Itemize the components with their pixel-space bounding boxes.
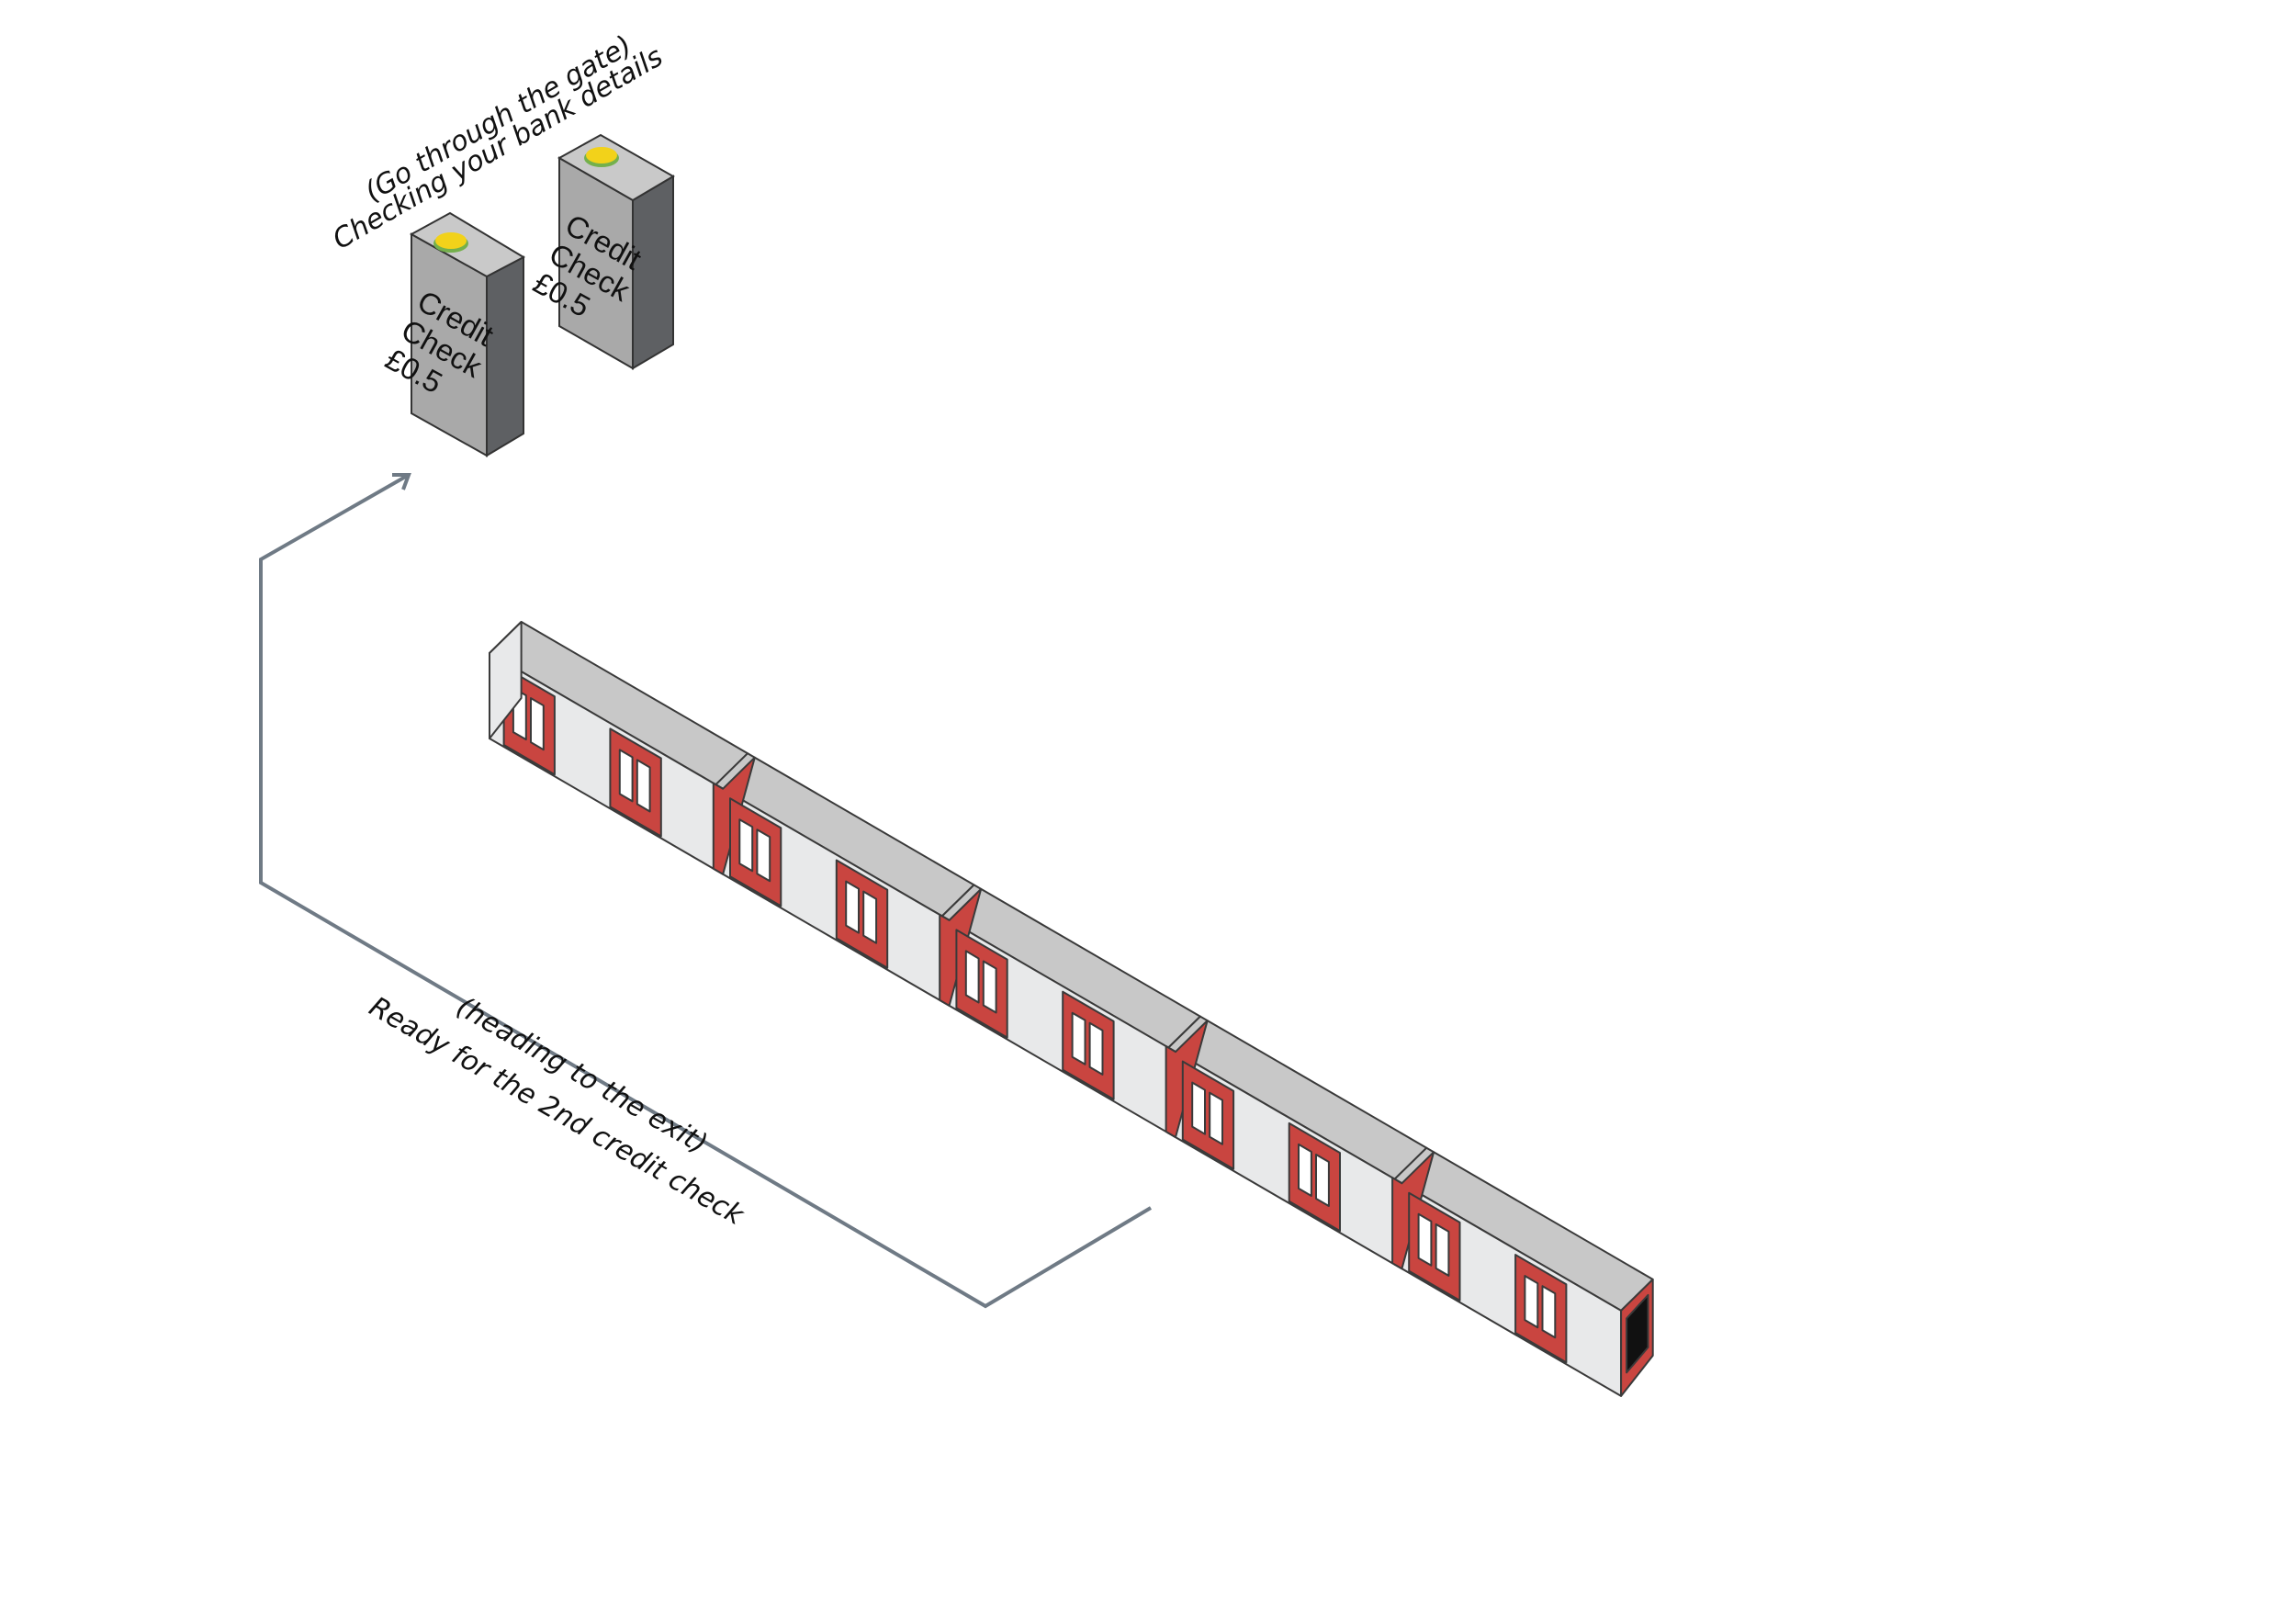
- door-window-icon: [1191, 1081, 1206, 1135]
- gate-light-yellow-icon: [435, 232, 467, 249]
- train-rear-cab: [489, 621, 523, 739]
- door-window-icon: [1071, 1011, 1086, 1065]
- door-window-icon: [636, 759, 651, 813]
- door-window-icon: [982, 960, 997, 1014]
- credit-check-gate-1: Credit Check £0.5: [380, 211, 526, 457]
- underground-train: [489, 621, 1654, 1397]
- door-window-icon: [862, 890, 878, 944]
- door-window-icon: [1209, 1091, 1223, 1145]
- door-window-icon: [1298, 1143, 1312, 1197]
- door-window-icon: [738, 818, 754, 873]
- door-window-icon: [530, 697, 545, 751]
- door-window-icon: [1435, 1223, 1450, 1277]
- credit-check-gate-2: Credit Check £0.5: [528, 133, 675, 370]
- exit-caption-line2: Ready for the 2nd credit check: [364, 991, 750, 1233]
- door-window-icon: [1524, 1275, 1539, 1329]
- door-window-icon: [1315, 1154, 1330, 1207]
- gate-light-yellow-icon: [586, 147, 617, 163]
- door-window-icon: [964, 950, 980, 1004]
- door-window-icon: [845, 880, 860, 934]
- door-window-icon: [756, 828, 771, 883]
- route-arrow: [259, 473, 1153, 1309]
- door-window-icon: [618, 749, 634, 803]
- door-window-icon: [1541, 1285, 1557, 1339]
- door-window-icon: [1088, 1021, 1104, 1076]
- train-front-window-icon: [1626, 1293, 1649, 1374]
- door-window-icon: [1417, 1212, 1433, 1267]
